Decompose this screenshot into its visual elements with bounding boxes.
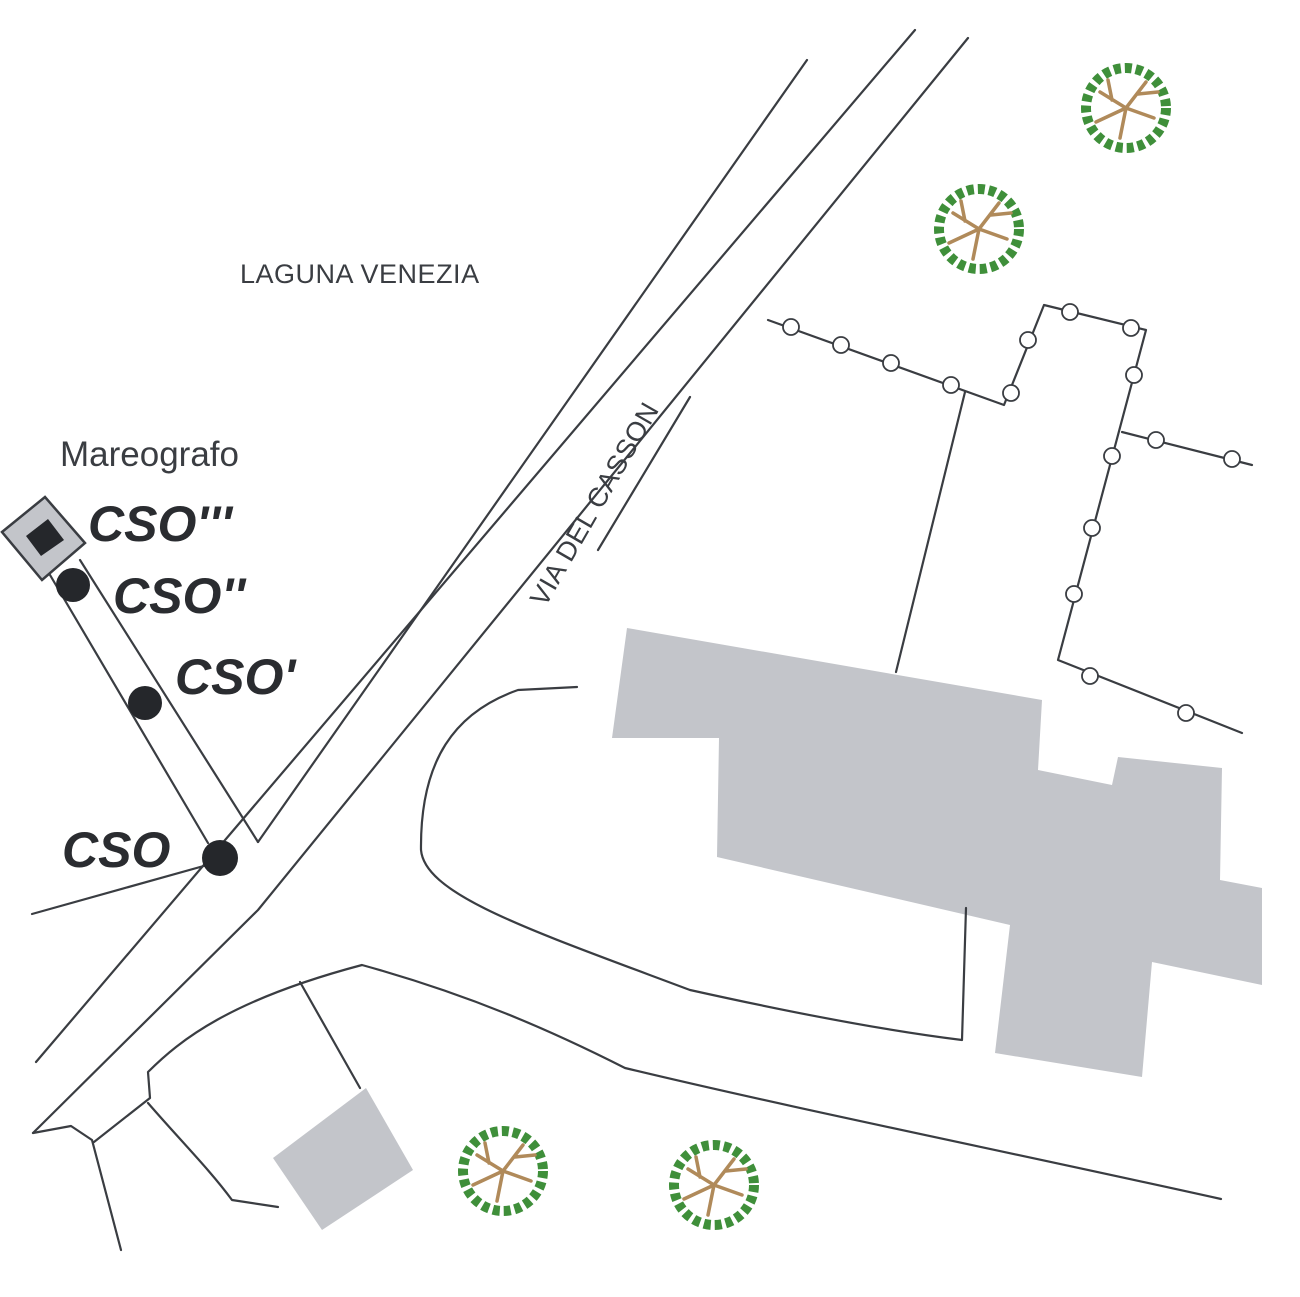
fence-post: [1061, 303, 1079, 321]
fence-post: [1081, 667, 1099, 685]
main-building: [612, 628, 1262, 1077]
pier-edge-east: [78, 558, 260, 844]
tree-icon: [458, 1126, 548, 1216]
lower-path-branch: [146, 1101, 280, 1209]
fence-post: [1019, 331, 1037, 349]
cso-label-3: CSO''': [88, 496, 234, 552]
fence-post: [782, 318, 800, 336]
shore-line: [30, 860, 220, 916]
lower-footpath: [298, 980, 362, 1090]
cso-marker-1: [128, 686, 162, 720]
lower-path-west: [31, 1124, 123, 1252]
cso-label-2: CSO'': [113, 568, 247, 624]
tree-icon: [1081, 63, 1171, 153]
road-lines: [30, 28, 1223, 1252]
area-label: LAGUNA VENEZIA: [240, 259, 480, 289]
fence-post: [1122, 319, 1140, 337]
fence-post: [882, 354, 900, 372]
curved-driveway: [419, 685, 968, 1042]
cso-marker-0: [202, 840, 238, 876]
fence-post: [832, 336, 850, 354]
road-edge-inner: [34, 28, 917, 1064]
road-name-underline: [596, 395, 692, 552]
fence-post: [1147, 431, 1165, 449]
fence: [766, 303, 1254, 735]
fence-post: [1223, 450, 1241, 468]
building-connector-line: [894, 390, 967, 674]
labels: LAGUNA VENEZIA VIA DEL CASSON Mareografo…: [60, 259, 665, 878]
lower-road-edge: [92, 963, 1223, 1201]
cso-label-1: CSO': [175, 649, 297, 705]
road-edge-outer: [256, 58, 809, 844]
small-building: [273, 1088, 413, 1230]
fence-post: [1083, 519, 1101, 537]
fence-post: [1065, 585, 1083, 603]
road-label: VIA DEL CASSON: [524, 397, 665, 611]
station-label: Mareografo: [60, 435, 239, 474]
tree-icon: [934, 184, 1024, 274]
buildings: [273, 628, 1262, 1230]
cso-points: [56, 568, 238, 876]
trees: [458, 63, 1171, 1230]
fence-posts: [782, 303, 1241, 722]
fence-post: [1103, 447, 1121, 465]
fence-post: [1177, 704, 1195, 722]
tide-gauge-station: [0, 495, 87, 582]
fence-post: [1002, 384, 1020, 402]
fence-post: [1125, 366, 1143, 384]
cso-marker-2: [56, 568, 90, 602]
tide-gauge-core: [26, 519, 64, 556]
tree-icon: [669, 1140, 759, 1230]
road-edge-east: [31, 36, 970, 1135]
fence-post: [942, 376, 960, 394]
pier-edge-west: [38, 556, 210, 845]
cso-label-0: CSO: [62, 822, 170, 878]
